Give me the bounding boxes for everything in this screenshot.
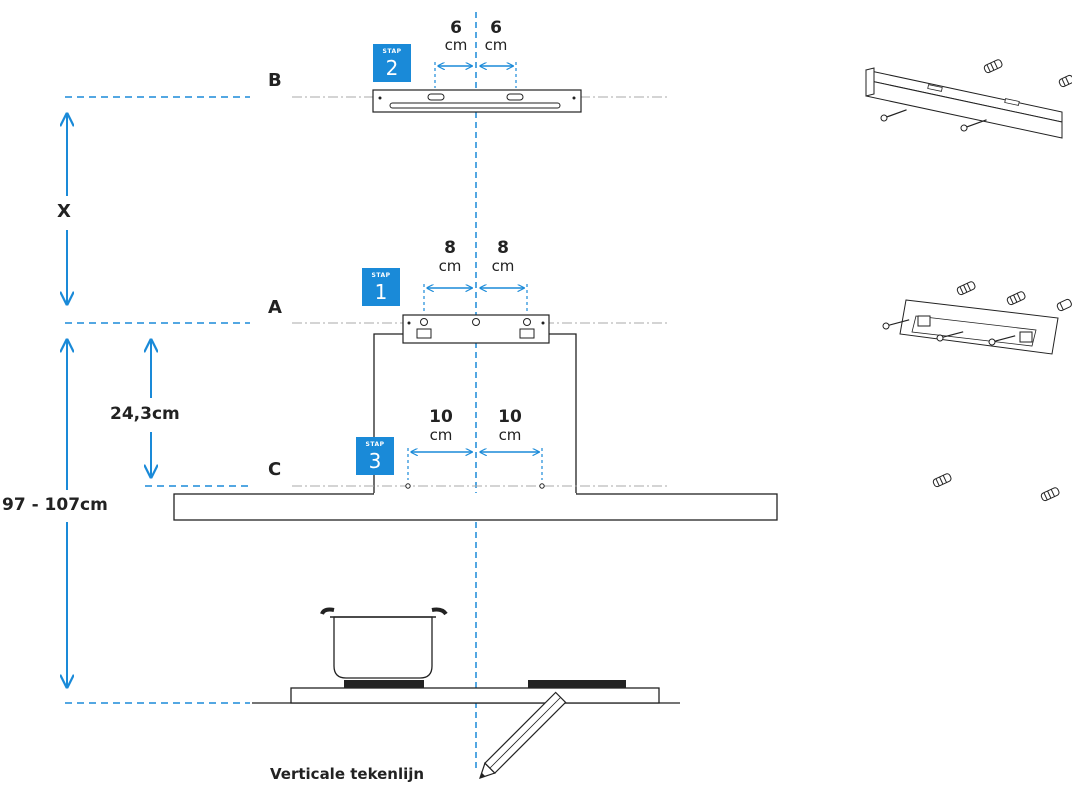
dim-c-left-unit: cm bbox=[429, 426, 453, 444]
dim-hood-height-label: 24,3cm bbox=[110, 404, 180, 424]
step-badge-number: 2 bbox=[385, 56, 399, 80]
dim-a-left-unit: cm bbox=[438, 257, 462, 275]
dim-c-right-value: 10 bbox=[498, 407, 522, 427]
step-badge-number: 1 bbox=[374, 280, 388, 304]
dim-c-arrows bbox=[407, 448, 543, 480]
pencil-icon bbox=[479, 691, 567, 779]
step-badge-label: STAP bbox=[365, 441, 385, 448]
hardware-bracket-b bbox=[865, 59, 1072, 139]
bracket-a bbox=[402, 314, 550, 344]
step-badge-label: STAP bbox=[371, 272, 391, 279]
dim-a-left-value: 8 bbox=[444, 238, 456, 258]
label-line-c: C bbox=[268, 459, 282, 480]
dim-b-left-value: 6 bbox=[450, 18, 462, 38]
dim-c-right-unit: cm bbox=[498, 426, 522, 444]
label-line-a: A bbox=[268, 297, 282, 318]
step-badge-label: STAP bbox=[382, 48, 402, 55]
step-badge-number: 3 bbox=[368, 449, 382, 473]
pot bbox=[320, 607, 448, 679]
dim-b-right-unit: cm bbox=[484, 36, 508, 54]
dim-b-arrows bbox=[434, 62, 517, 88]
dim-b-left-unit: cm bbox=[444, 36, 468, 54]
step-badge-1: STAP 1 bbox=[362, 268, 400, 306]
hardware-bracket-a bbox=[882, 281, 1072, 355]
caption-vertical-line: Verticale tekenlijn bbox=[270, 765, 425, 783]
dim-x-label: X bbox=[57, 201, 71, 222]
dim-a-right-unit: cm bbox=[491, 257, 515, 275]
bracket-b bbox=[372, 89, 582, 113]
dim-a-right-value: 8 bbox=[497, 238, 509, 258]
label-line-b: B bbox=[268, 70, 282, 91]
hardware-plugs-c bbox=[932, 473, 1060, 502]
dim-a-arrows bbox=[423, 284, 528, 312]
dim-c-left-value: 10 bbox=[429, 407, 453, 427]
dim-b-right-value: 6 bbox=[490, 18, 502, 38]
dim-total-height-label: 97 - 107cm bbox=[2, 495, 108, 515]
hob bbox=[290, 680, 660, 704]
step-badge-3: STAP 3 bbox=[356, 437, 394, 475]
step-badge-2: STAP 2 bbox=[373, 44, 411, 82]
